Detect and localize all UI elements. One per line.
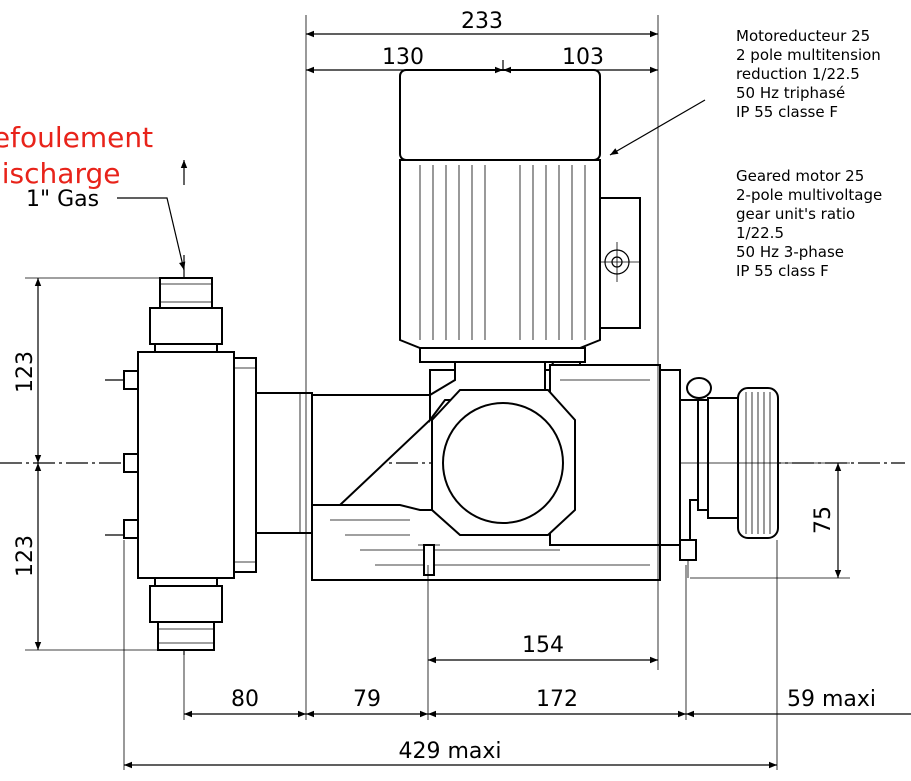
motor-en-line6: IP 55 class F [736, 262, 829, 280]
dimension-values: 233 130 103 123 123 75 154 80 79 172 59 … [13, 9, 876, 764]
discharge-label-fr: refoulement [0, 121, 153, 154]
dim-59-maxi: 59 maxi [787, 687, 876, 712]
dim-233: 233 [461, 9, 503, 34]
dim-79: 79 [353, 687, 381, 712]
dim-130: 130 [382, 45, 424, 70]
stroke-knob [679, 377, 779, 578]
motor-en-line5: 50 Hz 3-phase [736, 243, 844, 261]
motor-en-line3: gear unit's ratio [736, 205, 855, 223]
dim-154: 154 [522, 633, 564, 658]
connection-label: 1" Gas [26, 187, 99, 212]
motor-fr-line2: 2 pole multitension [736, 46, 881, 64]
dim-123-bottom: 123 [13, 535, 38, 577]
dim-80: 80 [231, 687, 259, 712]
discharge-label-en: discharge [0, 157, 120, 190]
leaders [117, 99, 706, 271]
motor-fr-line3: reduction 1/22.5 [736, 65, 860, 83]
pump-head [123, 277, 257, 651]
dimension-lines [25, 15, 911, 770]
motor-fr-line4: 50 Hz triphasé [736, 84, 845, 102]
dim-123-top: 123 [13, 351, 38, 393]
motor-en-line2: 2-pole multivoltage [736, 186, 882, 204]
dim-75: 75 [811, 506, 836, 534]
dim-103: 103 [562, 45, 604, 70]
motor-notes-en: Geared motor 25 2-pole multivoltage gear… [736, 167, 882, 280]
motor-notes-fr: Motoreducteur 25 2 pole multitension red… [736, 27, 881, 121]
motor-fr-line1: Motoreducteur 25 [736, 27, 870, 45]
dim-429-maxi: 429 maxi [398, 739, 501, 764]
pump-body [311, 357, 681, 581]
connection-tube [255, 392, 313, 534]
motor-fr-line5: IP 55 classe F [736, 103, 838, 121]
motor-en-line1: Geared motor 25 [736, 167, 864, 185]
motor [399, 69, 641, 363]
motor-en-line4: 1/22.5 [736, 224, 784, 242]
dim-172: 172 [536, 687, 578, 712]
discharge-labels: refoulement discharge 1" Gas [0, 121, 153, 212]
